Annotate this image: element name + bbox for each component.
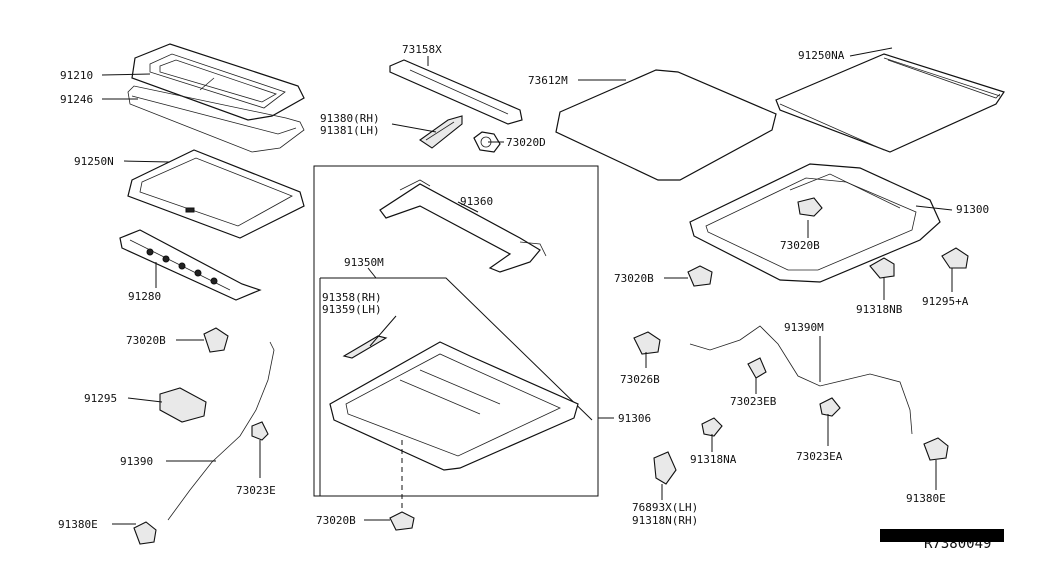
label-91380e-right: 91380E <box>906 492 946 505</box>
clip-73020b-housing <box>797 197 823 217</box>
label-91380rh: 91380(RH) <box>320 112 380 125</box>
label-91210: 91210 <box>60 69 93 82</box>
label-91350m: 91350M <box>344 256 384 269</box>
sunshade-91250na <box>775 53 1005 153</box>
label-91246: 91246 <box>60 93 93 106</box>
clip-73020d <box>473 131 501 153</box>
bracket-91380-91381 <box>419 115 463 149</box>
label-73612m: 73612M <box>528 74 568 87</box>
label-73023ea: 73023EA <box>796 450 843 463</box>
grommet-91380e-right <box>923 437 949 461</box>
label-91360: 91360 <box>460 195 493 208</box>
clip-73023ea <box>819 397 841 417</box>
label-91306: 91306 <box>618 412 651 425</box>
clip-73020b-left <box>203 327 229 353</box>
label-91300: 91300 <box>956 203 989 216</box>
bracket-76893x-91318n <box>653 451 677 485</box>
label-73020b-left: 73020B <box>126 334 166 347</box>
label-73020b-bottom: 73020B <box>316 514 356 527</box>
label-73026b: 73026B <box>620 373 660 386</box>
label-91381lh: 91381(LH) <box>320 124 380 137</box>
weatherstrip-91246 <box>127 85 305 153</box>
shade-frame-91250n <box>127 149 305 239</box>
assembly-box-91306 <box>313 165 599 497</box>
label-91318na: 91318NA <box>690 453 737 466</box>
label-91318n: 91318N(RH) <box>632 514 698 527</box>
label-91280: 91280 <box>128 290 161 303</box>
diagram-code: R7380049 <box>880 529 1004 552</box>
clip-73020b-bottom <box>389 511 415 531</box>
headliner-73612m <box>555 69 777 181</box>
motor-91295a <box>941 247 969 269</box>
clip-73023eb <box>747 357 767 379</box>
label-91295: 91295 <box>84 392 117 405</box>
label-91318nb: 91318NB <box>856 303 903 316</box>
cable-91390 <box>167 341 275 521</box>
deflector-91280 <box>119 229 262 301</box>
label-73023eb: 73023EB <box>730 395 777 408</box>
label-73158x: 73158X <box>402 43 442 56</box>
clip-73023e <box>251 421 269 441</box>
label-91250na: 91250NA <box>798 49 845 62</box>
label-73020b-housing: 73020B <box>780 239 820 252</box>
label-91359lh: 91359(LH) <box>322 303 382 316</box>
clip-73026b <box>633 331 661 355</box>
label-91380e-left: 91380E <box>58 518 98 531</box>
label-91295a: 91295+A <box>922 295 969 308</box>
label-73020d: 73020D <box>506 136 546 149</box>
frame-assembly-91350m <box>329 341 579 516</box>
label-73020b-right: 73020B <box>614 272 654 285</box>
glass-panel-91210 <box>131 43 305 121</box>
label-91390: 91390 <box>120 455 153 468</box>
motor-91295 <box>159 387 207 423</box>
label-91390m: 91390M <box>784 321 824 334</box>
guide-91358-91359 <box>342 335 388 359</box>
grommet-91380e-left <box>133 521 157 545</box>
frame-91360 <box>379 179 547 273</box>
bracket-91318na <box>701 417 723 437</box>
strip-73158x <box>389 59 523 125</box>
part-labels: 91210 91246 91250N 91280 73158X 91380(RH… <box>58 43 989 531</box>
leader-lines <box>101 47 953 525</box>
bracket-91318nb <box>869 257 895 279</box>
housing-91300 <box>689 163 941 283</box>
label-91250n: 91250N <box>74 155 114 168</box>
label-73023e: 73023E <box>236 484 276 497</box>
label-76893x: 76893X(LH) <box>632 501 698 514</box>
drain-hose-91390m <box>689 325 913 435</box>
clip-73020b-right <box>687 265 713 287</box>
label-91358rh: 91358(RH) <box>322 291 382 304</box>
